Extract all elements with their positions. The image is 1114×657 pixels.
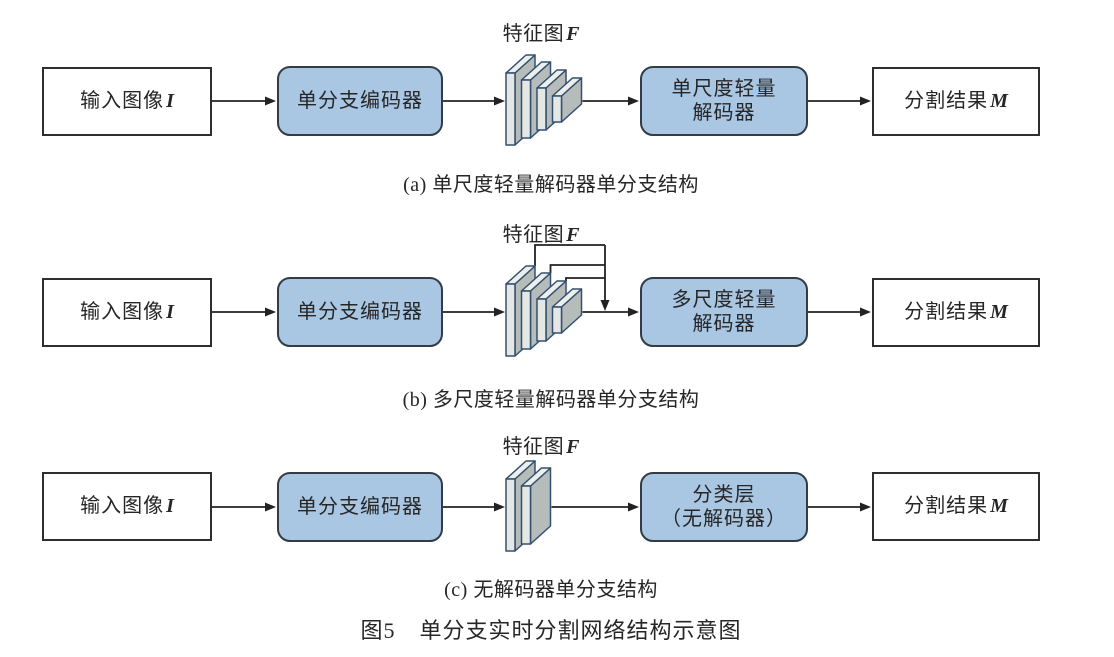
input-image-text-b: 输入图像 xyxy=(80,301,165,324)
arrow-input-to-encoder-a xyxy=(212,96,276,106)
skip-connection-1 xyxy=(534,244,605,266)
arrow-input-to-encoder-b xyxy=(212,307,276,317)
feature-map-stack-a xyxy=(505,54,583,146)
input-image-text-c: 输入图像 xyxy=(80,495,165,518)
arrow-features-to-decoder-a xyxy=(582,96,639,106)
row-b-graphics xyxy=(212,244,871,317)
encoder-box-b: 单分支编码器 xyxy=(277,277,443,347)
arrow-features-to-decoder-c xyxy=(551,502,639,512)
output-result-var-b: M xyxy=(990,301,1008,324)
arrow-decoder-to-output-a xyxy=(808,96,871,106)
feature-map-text-c: 特征图 xyxy=(502,436,565,458)
encoder-label-b: 单分支编码器 xyxy=(297,300,423,323)
figure-caption-title: 单分支实时分割网络结构示意图 xyxy=(419,618,742,643)
input-image-var-a: I xyxy=(166,90,174,113)
subfigure-caption-c: (c) 无解码器单分支结构 xyxy=(444,579,658,601)
row-a-graphics xyxy=(212,96,871,106)
encoder-label-a: 单分支编码器 xyxy=(297,89,423,112)
row-c-graphics xyxy=(212,502,871,512)
skip-connection-3 xyxy=(565,277,605,281)
output-result-text-c: 分割结果 xyxy=(904,495,989,518)
decoder-box-c: 分类层 （无解码器） xyxy=(640,472,808,542)
arrow-encoder-to-features-a xyxy=(443,96,505,106)
arrow-features-to-decoder-b xyxy=(582,307,639,317)
subfigure-caption-b: (b) 多尺度轻量解码器单分支结构 xyxy=(402,389,700,411)
figure-caption: 图5 单分支实时分割网络结构示意图 xyxy=(0,613,1102,645)
input-image-text-a: 输入图像 xyxy=(80,90,165,113)
output-result-text-b: 分割结果 xyxy=(904,301,989,324)
encoder-box-c: 单分支编码器 xyxy=(277,472,443,542)
figure-caption-number: 图5 xyxy=(360,618,396,643)
feature-map-text-b: 特征图 xyxy=(502,224,565,246)
feature-map-slab xyxy=(520,467,552,545)
feature-map-var-a: F xyxy=(566,23,580,45)
decoder-line1-b: 多尺度轻量 xyxy=(671,288,777,311)
output-result-text-a: 分割结果 xyxy=(904,90,989,113)
decoder-line2-c: （无解码器） xyxy=(661,508,787,530)
input-image-var-b: I xyxy=(166,301,174,324)
arrow-decoder-to-output-b xyxy=(808,307,871,317)
output-result-var-c: M xyxy=(990,495,1008,518)
decoder-box-b: 多尺度轻量 解码器 xyxy=(640,277,808,347)
decoder-line2-b: 解码器 xyxy=(692,313,756,335)
encoder-label-c: 单分支编码器 xyxy=(297,495,423,518)
decoder-line1-a: 单尺度轻量 xyxy=(671,77,777,100)
feature-map-var-b: F xyxy=(566,224,580,246)
decoder-box-a: 单尺度轻量 解码器 xyxy=(640,66,808,136)
feature-map-text-a: 特征图 xyxy=(502,23,565,45)
feature-map-stack-c xyxy=(505,460,552,552)
arrow-encoder-to-features-c xyxy=(443,502,505,512)
multiscale-skip-connections xyxy=(534,244,610,311)
skip-collector-arrow xyxy=(600,245,610,311)
feature-map-stack-b xyxy=(505,265,583,357)
feature-map-slab xyxy=(551,288,583,334)
feature-map-slab xyxy=(551,77,583,123)
input-image-var-c: I xyxy=(166,495,174,518)
arrow-encoder-to-features-b xyxy=(443,307,505,317)
encoder-box-a: 单分支编码器 xyxy=(277,66,443,136)
output-result-var-a: M xyxy=(990,90,1008,113)
arrow-input-to-encoder-c xyxy=(212,502,276,512)
subfigure-caption-a: (a) 单尺度轻量解码器单分支结构 xyxy=(403,174,699,196)
arrow-decoder-to-output-c xyxy=(808,502,871,512)
feature-map-var-c: F xyxy=(566,436,580,458)
decoder-line2-a: 解码器 xyxy=(692,102,756,124)
skip-connection-2 xyxy=(549,264,605,273)
decoder-line1-c: 分类层 xyxy=(692,483,756,506)
